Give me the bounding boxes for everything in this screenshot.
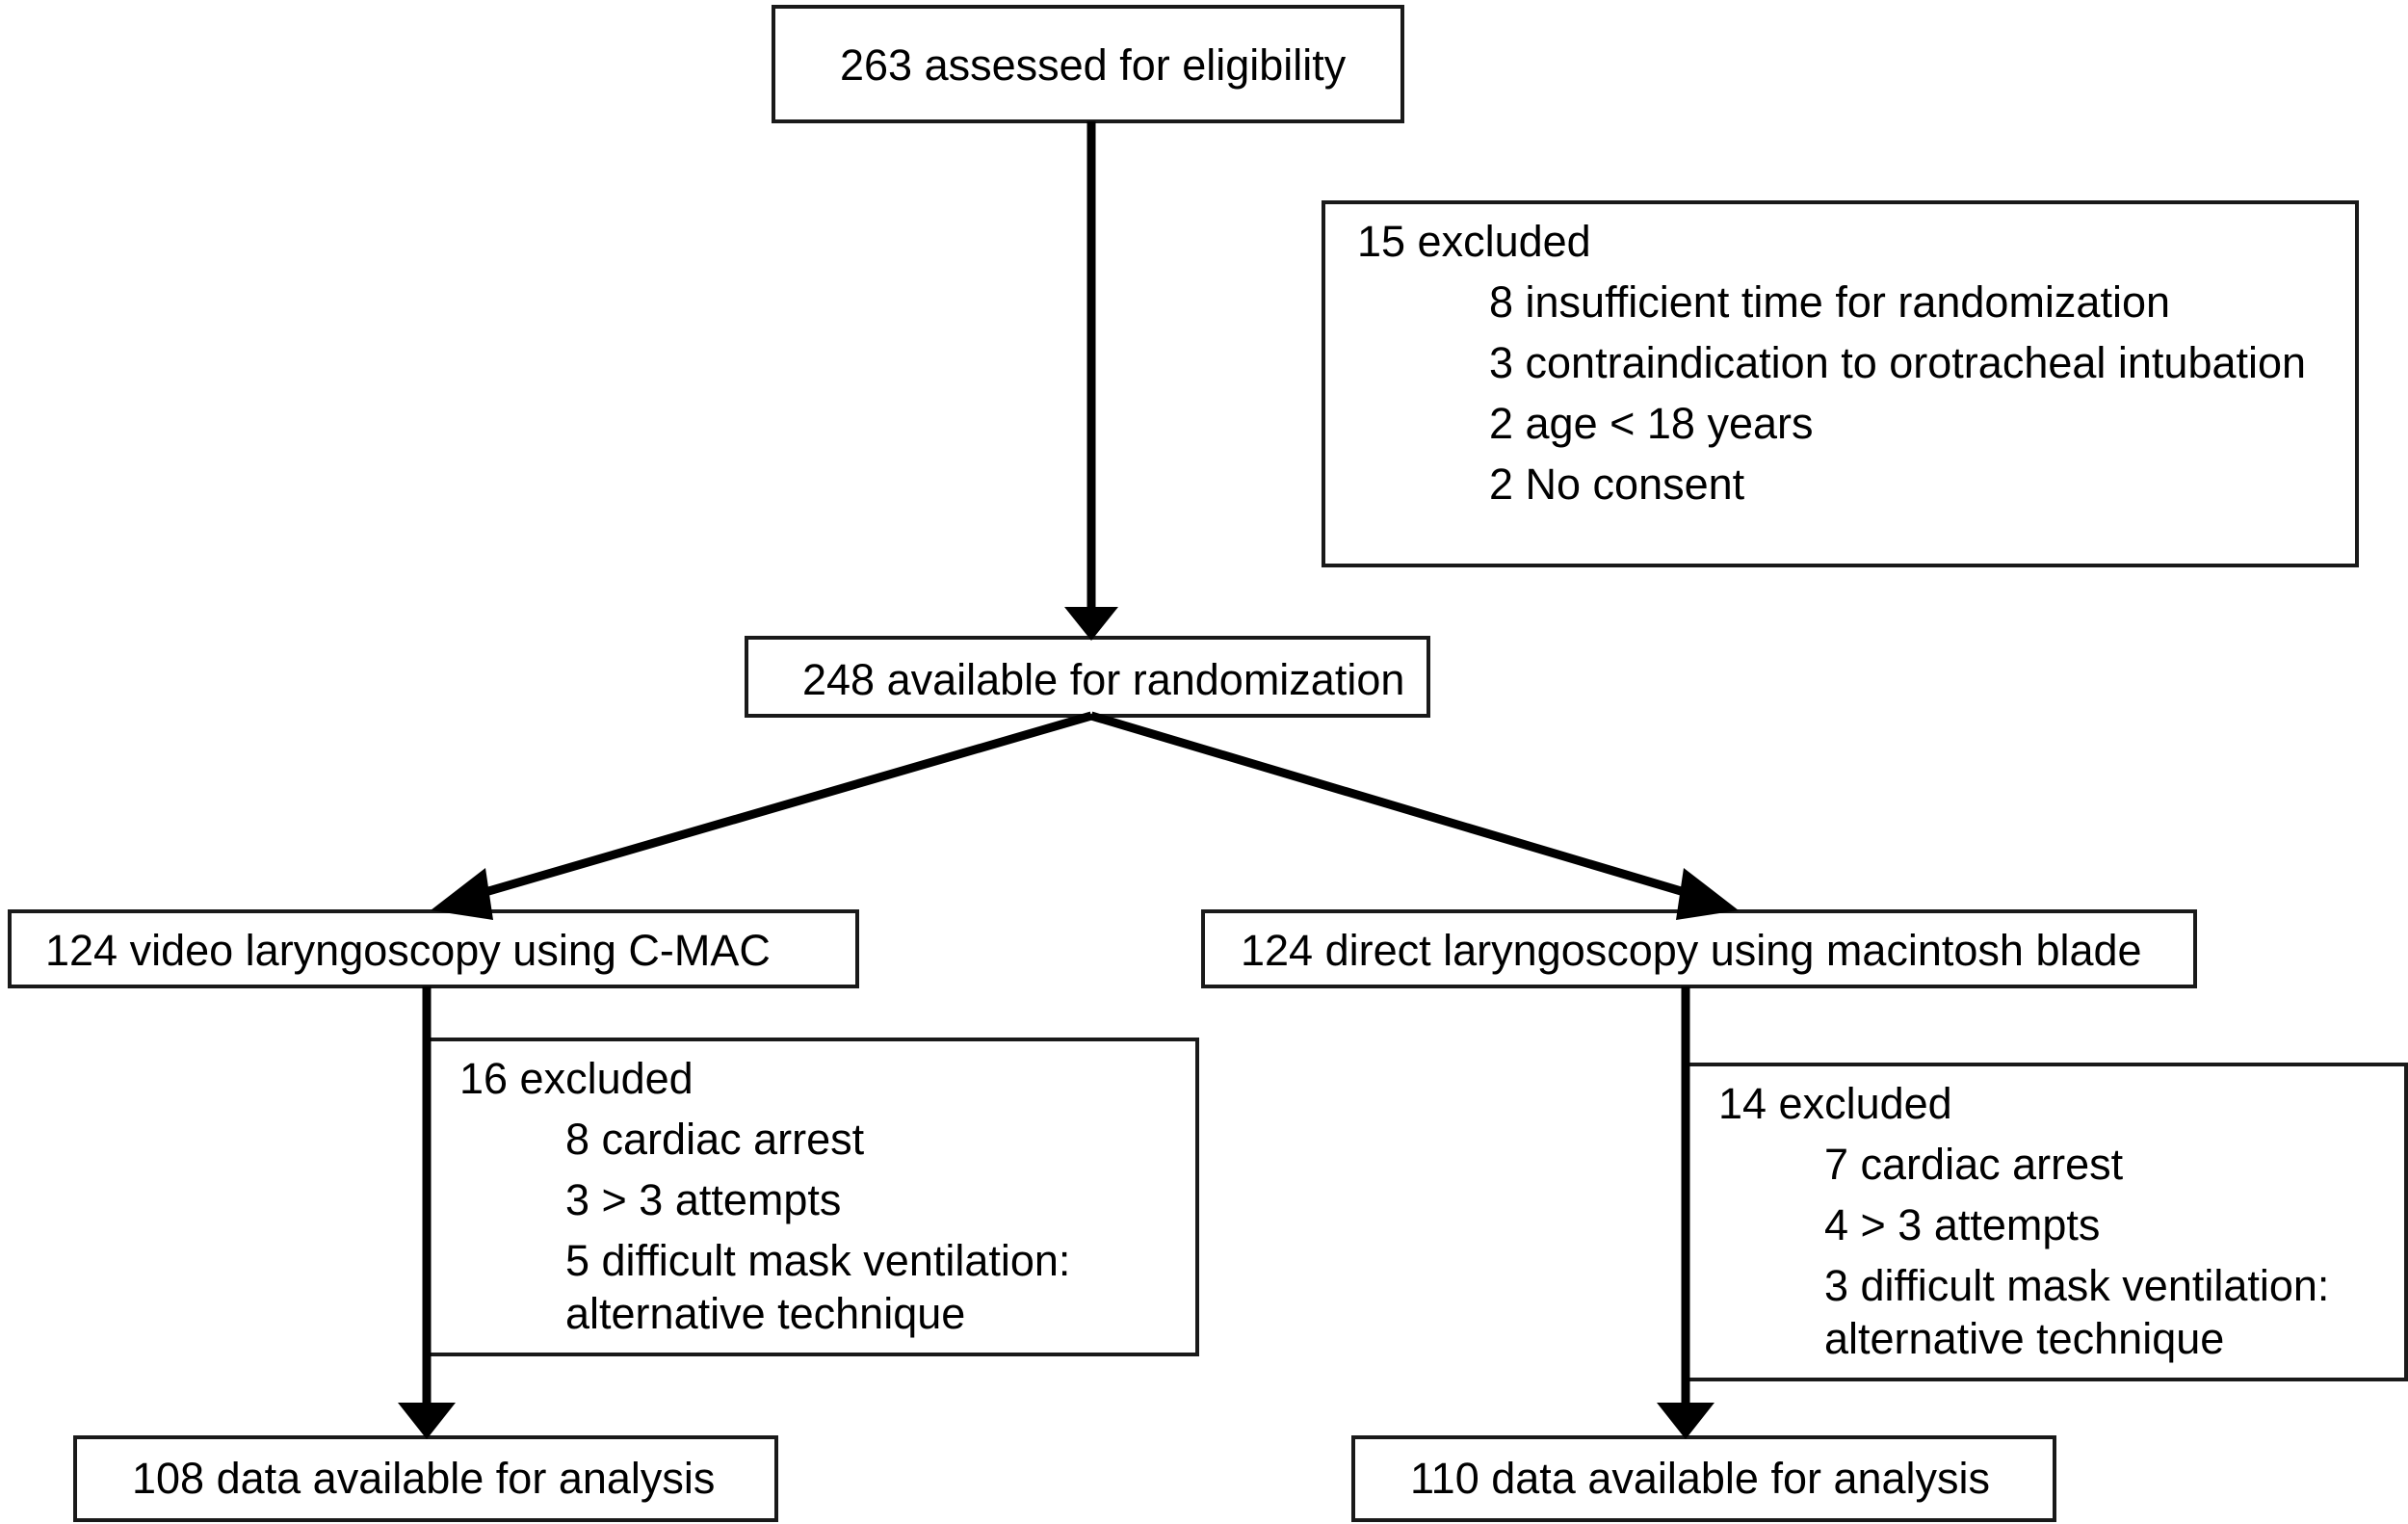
box-analysis-video-outline [73, 1435, 778, 1522]
excluded-direct-reason-3: 3 difficult mask ventilation: [1824, 1261, 2330, 1310]
box-arm-video-label: 124 video laryngoscopy using C-MAC [45, 926, 771, 975]
box-assessed-label: 263 assessed for eligibility [840, 40, 1347, 90]
box-analysis-video-label: 108 data available for analysis [132, 1454, 716, 1503]
box-excluded-direct: 14 excluded 7 cardiac arrest 4 > 3 attem… [1718, 1082, 2329, 1360]
excluded-video-reason-2: 3 > 3 attempts [565, 1175, 842, 1224]
box-excluded-video: 16 excluded 8 cardiac arrest 3 > 3 attem… [459, 1057, 1070, 1335]
excluded-screening-reason-3: 2 age < 18 years [1489, 399, 1814, 448]
box-assessed-outline [772, 5, 1404, 123]
box-analysis-direct-outline [1351, 1435, 2056, 1522]
box-arm-direct-label: 124 direct laryngoscopy using macintosh … [1241, 926, 2142, 975]
arrowhead-arm-direct-to-analysis [1657, 1403, 1714, 1439]
excluded-direct-continuation: alternative technique [1824, 1314, 2225, 1363]
box-excluded-video-outline [425, 1038, 1199, 1356]
arrow-randomized-to-arm-direct [1089, 711, 1699, 901]
excluded-video-reason-3: 5 difficult mask ventilation: [565, 1236, 1071, 1285]
arrow-randomized-to-arm-video [470, 711, 1093, 901]
box-arm-video-outline [8, 909, 859, 988]
box-analysis-direct-label: 110 data available for analysis [1410, 1454, 1991, 1503]
excluded-direct-reason-1: 7 cardiac arrest [1824, 1140, 2124, 1189]
excluded-screening-reason-4: 2 No consent [1489, 460, 1745, 509]
excluded-video-continuation: alternative technique [565, 1289, 966, 1338]
box-arm-direct-outline [1201, 909, 2197, 988]
excluded-screening-reason-2: 3 contraindication to orotracheal intuba… [1489, 338, 2307, 387]
arrowhead-assessed-to-randomized [1064, 607, 1118, 641]
arrowhead-arm-video-to-analysis [398, 1403, 456, 1439]
excluded-direct-heading: 14 excluded [1718, 1079, 1952, 1128]
box-excluded-direct-outline [1684, 1063, 2408, 1381]
box-excluded-screening: 15 excluded 8 insufficient time for rand… [1357, 220, 2306, 506]
excluded-direct-reason-2: 4 > 3 attempts [1824, 1200, 2101, 1249]
excluded-video-reason-1: 8 cardiac arrest [565, 1115, 865, 1164]
excluded-screening-heading: 15 excluded [1357, 217, 1591, 266]
excluded-screening-reason-1: 8 insufficient time for randomization [1489, 277, 2171, 327]
box-randomized-label: 248 available for randomization [802, 655, 1405, 704]
arrowhead-randomized-to-arm-video [431, 868, 493, 920]
excluded-video-heading: 16 excluded [459, 1054, 694, 1103]
box-excluded-screening-outline [1322, 200, 2359, 567]
arrowhead-randomized-to-arm-direct [1676, 868, 1739, 920]
